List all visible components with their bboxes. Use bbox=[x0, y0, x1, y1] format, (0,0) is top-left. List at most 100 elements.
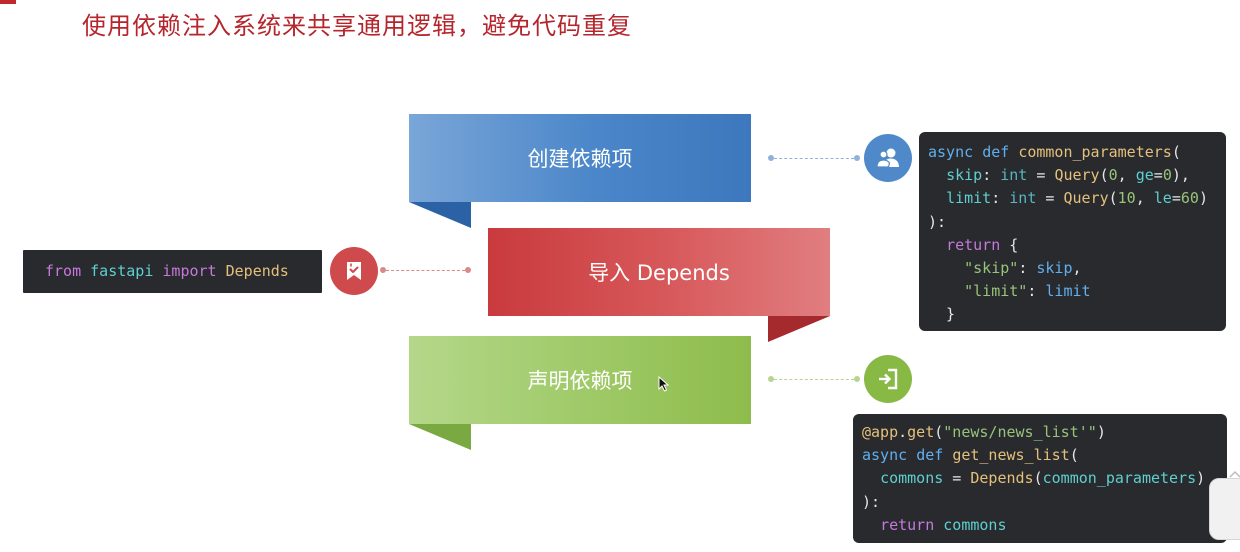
code-token: : bbox=[1027, 282, 1046, 301]
code-token: ( bbox=[934, 423, 944, 441]
code-token: Depends bbox=[970, 469, 1034, 488]
code-token: def bbox=[916, 446, 944, 465]
banner-import-label: 导入 Depends bbox=[488, 228, 830, 316]
code-token: = bbox=[1153, 166, 1163, 185]
floating-side-widget[interactable] bbox=[1209, 478, 1240, 540]
code-token: limit bbox=[1045, 282, 1091, 301]
code-token: limit bbox=[946, 189, 992, 208]
code-token bbox=[928, 259, 964, 277]
code-token: commons bbox=[943, 515, 1007, 534]
code-line: ): bbox=[928, 211, 1226, 234]
banner-fold bbox=[768, 316, 830, 342]
code-token: ( bbox=[1033, 469, 1043, 488]
code-token: ( bbox=[1069, 446, 1079, 465]
banner-declare-label: 声明依赖项 bbox=[409, 336, 751, 424]
banner-create-dependency: 创建依赖项 bbox=[409, 114, 751, 230]
code-token: ), bbox=[1171, 166, 1190, 185]
code-token: Query bbox=[1054, 166, 1100, 185]
code-line: return commons bbox=[862, 514, 1227, 537]
code-token: commons bbox=[880, 469, 944, 488]
code-line: limit: int = Query(10, le=60) bbox=[928, 187, 1226, 210]
code-token: common_parameters bbox=[1042, 469, 1197, 488]
code-token: "limit" bbox=[964, 282, 1028, 301]
code-token bbox=[1009, 143, 1018, 161]
code-token: = bbox=[1036, 189, 1064, 208]
code-token bbox=[217, 262, 226, 280]
code-token bbox=[928, 189, 946, 207]
sign-in-icon bbox=[864, 355, 912, 403]
code-token: = bbox=[1171, 189, 1181, 208]
corner-accent bbox=[0, 0, 16, 4]
code-token bbox=[928, 282, 964, 300]
code-token: 60 bbox=[1180, 189, 1199, 208]
code-token: , bbox=[1135, 189, 1154, 208]
code-token: ) bbox=[1196, 469, 1206, 488]
code-token: : bbox=[991, 189, 1010, 208]
code-token: async bbox=[862, 446, 908, 465]
code-token: int bbox=[1000, 166, 1028, 185]
code-token bbox=[907, 446, 916, 464]
code-token: : bbox=[982, 166, 1001, 185]
code-token: skip bbox=[946, 166, 983, 185]
code-token: le bbox=[1153, 189, 1172, 208]
code-line: commons = Depends(common_parameters) bbox=[862, 467, 1227, 490]
code-token: = bbox=[943, 469, 971, 488]
code-token: ) bbox=[1096, 423, 1106, 441]
code-token bbox=[928, 166, 946, 184]
code-token: 0 bbox=[1108, 166, 1118, 185]
code-token: 0 bbox=[1162, 166, 1172, 185]
code-line: skip: int = Query(0, ge=0), bbox=[928, 164, 1226, 187]
code-token: "news/news_list'" bbox=[943, 423, 1097, 441]
code-token: ( bbox=[1108, 189, 1118, 208]
code-token bbox=[928, 236, 946, 254]
code-line: @app.get("news/news_list'") bbox=[862, 421, 1227, 444]
code-token: ): bbox=[862, 492, 881, 511]
code-import-statement: from fastapi import Depends bbox=[23, 250, 322, 293]
banner-import-depends: 导入 Depends bbox=[488, 228, 830, 342]
code-token: Query bbox=[1063, 189, 1109, 208]
users-icon bbox=[864, 134, 912, 182]
code-token: return bbox=[880, 515, 935, 534]
code-token: , bbox=[1072, 259, 1082, 278]
mouse-cursor-icon bbox=[658, 376, 670, 392]
code-token: . bbox=[898, 423, 908, 441]
code-line: ): bbox=[862, 491, 1227, 514]
code-token: } bbox=[928, 305, 956, 324]
chevron-up-icon[interactable] bbox=[1229, 470, 1240, 478]
code-token: Depends bbox=[225, 262, 289, 280]
code-token: get_news_list bbox=[952, 446, 1070, 465]
code-common-parameters: async def common_parameters( skip: int =… bbox=[919, 132, 1226, 331]
code-token bbox=[934, 516, 943, 534]
slide-title: 使用依赖注入系统来共享通用逻辑，避免代码重复 bbox=[82, 12, 632, 40]
code-token: = bbox=[1027, 166, 1055, 185]
code-token: 10 bbox=[1117, 189, 1136, 208]
banner-fold bbox=[409, 424, 471, 450]
code-token bbox=[973, 143, 982, 161]
code-token: ( bbox=[1099, 166, 1109, 185]
banner-fold bbox=[409, 202, 471, 228]
code-line: } bbox=[928, 303, 1226, 326]
code-line: async def get_news_list( bbox=[862, 444, 1227, 467]
code-token: ) bbox=[1198, 189, 1208, 208]
code-line: "limit": limit bbox=[928, 280, 1226, 303]
code-news-route: @app.get("news/news_list'")async def get… bbox=[853, 414, 1227, 543]
code-token: return bbox=[946, 235, 1001, 254]
code-token: ge bbox=[1135, 166, 1154, 185]
code-token: common_parameters bbox=[1018, 143, 1172, 161]
code-line: "skip": skip, bbox=[928, 257, 1226, 280]
code-token: import bbox=[162, 262, 217, 280]
code-token: fastapi bbox=[90, 262, 154, 280]
code-token bbox=[943, 446, 952, 464]
banner-create-label: 创建依赖项 bbox=[409, 114, 751, 202]
code-token: , bbox=[1117, 166, 1136, 185]
code-line: async def common_parameters( bbox=[928, 141, 1226, 164]
code-token: skip bbox=[1036, 259, 1073, 278]
code-token: ): bbox=[928, 212, 947, 231]
code-token bbox=[862, 516, 880, 534]
code-line: return { bbox=[928, 234, 1226, 257]
banner-declare-dependency: 声明依赖项 bbox=[409, 336, 751, 452]
code-token: get bbox=[907, 423, 935, 441]
code-token bbox=[862, 469, 880, 487]
code-token bbox=[81, 262, 90, 280]
code-token: int bbox=[1009, 189, 1037, 208]
